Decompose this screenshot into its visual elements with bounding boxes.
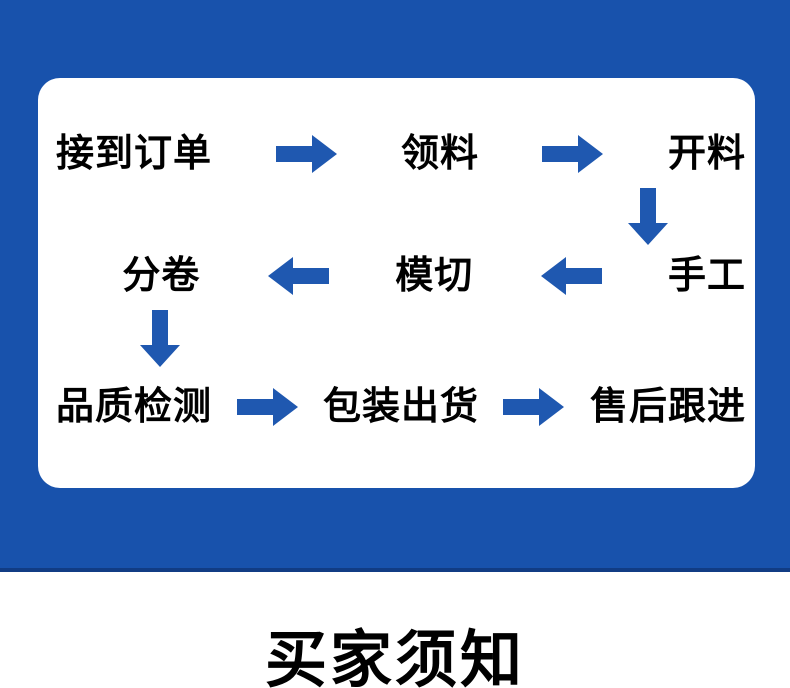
flow-row-3: 品质检测 包装出货 售后跟进 bbox=[56, 375, 746, 439]
flow-node-after-sales-followup: 售后跟进 bbox=[589, 386, 746, 428]
buyer-notice-section: 买家须知 bbox=[0, 572, 790, 688]
buyer-notice-heading: 买家须知 bbox=[264, 626, 525, 688]
arrow-left-icon bbox=[267, 254, 329, 298]
flow-row-2: 分卷 模切 手工 bbox=[56, 244, 746, 308]
arrow-left-icon bbox=[540, 254, 602, 298]
arrow-down-icon bbox=[626, 188, 670, 246]
flow-row-1: 接到订单 领料 开料 bbox=[56, 122, 746, 186]
arrow-right-icon bbox=[275, 132, 338, 176]
arrow-right-icon bbox=[542, 132, 604, 176]
arrow-down-icon bbox=[138, 310, 182, 368]
flow-node-slitting: 分卷 bbox=[122, 255, 201, 297]
flow-node-cutting: 开料 bbox=[667, 133, 746, 175]
arrow-right-icon bbox=[503, 385, 565, 429]
arrow-right-icon bbox=[236, 385, 299, 429]
flow-node-receive-order: 接到订单 bbox=[56, 133, 213, 175]
flow-node-die-cutting: 模切 bbox=[395, 255, 474, 297]
flow-node-packaging-shipping: 包装出货 bbox=[322, 386, 479, 428]
flow-node-quality-inspection: 品质检测 bbox=[56, 386, 213, 428]
production-flowchart-card: 接到订单 领料 开料 bbox=[38, 78, 755, 488]
flow-node-manual-work: 手工 bbox=[667, 255, 746, 297]
hero-panel-underline bbox=[0, 568, 790, 572]
flow-node-material-requisition: 领料 bbox=[400, 133, 479, 175]
